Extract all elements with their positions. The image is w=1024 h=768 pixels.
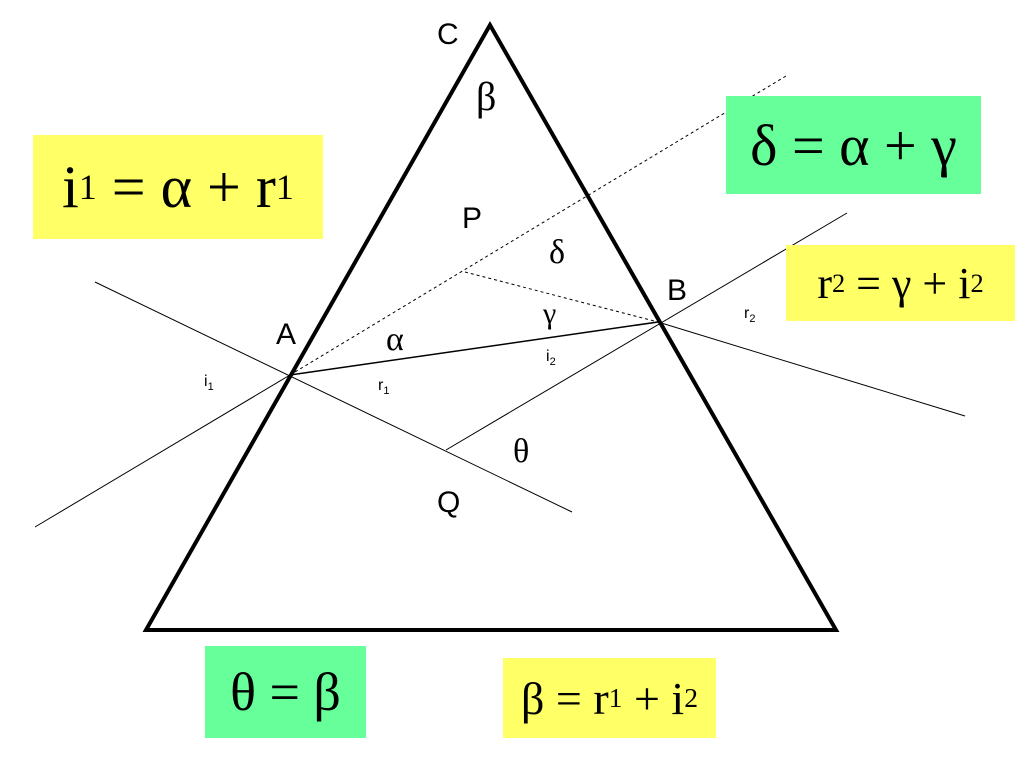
equation-delta: δ = α + γ: [726, 96, 981, 194]
angle-label-i2: i2: [546, 348, 556, 368]
incident-ray: [34, 374, 291, 528]
emergent-ray: [657, 321, 966, 417]
normal-line-A: [94, 281, 573, 513]
angle-label-r2: r2: [744, 305, 755, 325]
emergent-ray-extension: [464, 271, 659, 323]
angle-label-beta: β: [476, 74, 496, 119]
angle-label-i1: i1: [204, 373, 214, 393]
angle-label-r1: r1: [378, 377, 389, 397]
incident-ray-extension: [289, 75, 787, 376]
angle-label-delta: δ: [549, 234, 565, 271]
angle-label-alpha: α: [386, 321, 404, 358]
prism-triangle: [142, 20, 840, 632]
equation-theta: θ = β: [205, 646, 366, 738]
angle-label-theta: θ: [513, 433, 529, 470]
refracted-ray-AB: [289, 321, 659, 376]
vertex-label-Q: Q: [437, 486, 460, 519]
vertex-label-B: B: [667, 274, 687, 307]
vertex-label-A: A: [276, 318, 296, 351]
vertex-label-P: P: [462, 202, 482, 235]
vertex-label-C: C: [437, 18, 459, 51]
normal-line-B: [445, 212, 848, 451]
angle-label-gamma: γ: [542, 297, 556, 330]
